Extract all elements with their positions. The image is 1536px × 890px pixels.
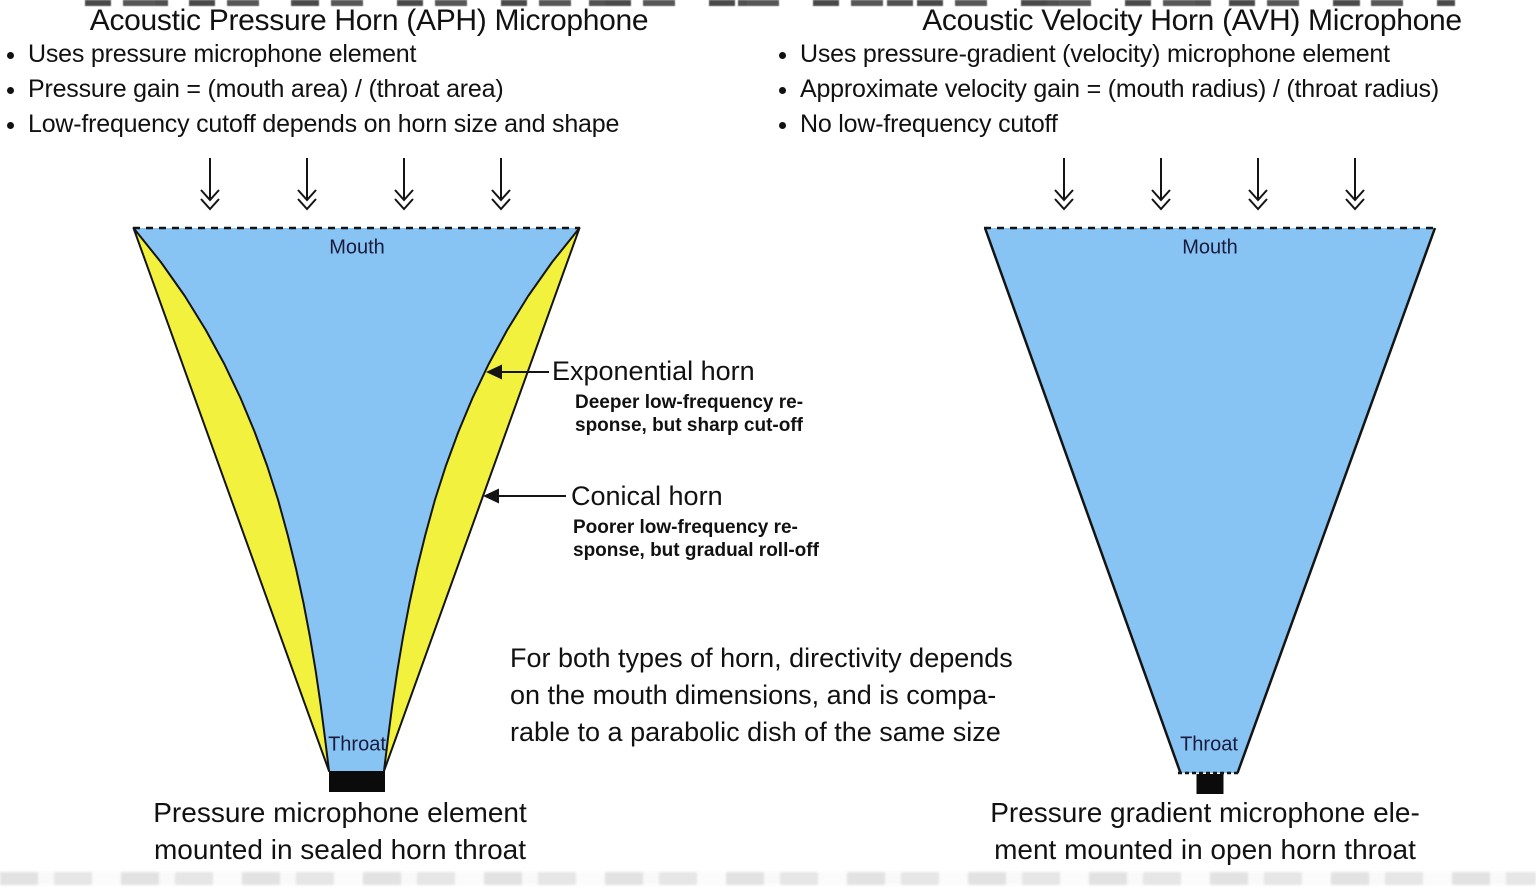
exponential-horn-pointer (486, 364, 549, 380)
aph-caption: Pressure microphone element mounted in s… (153, 794, 527, 868)
caption-line: Pressure microphone element (153, 797, 527, 828)
aph-bullet-list: Uses pressure microphone element Pressur… (4, 37, 619, 142)
aph-mouth-label: Mouth (329, 236, 385, 259)
sound-arrow-icon (1345, 158, 1365, 211)
aph-conical-wedge-left (132, 227, 330, 772)
note-line: rable to a parabolic dish of the same si… (510, 717, 1001, 747)
aph-sealed-mic-element (329, 771, 385, 792)
caption-line: Pressure gradient microphone ele- (990, 797, 1420, 828)
conical-horn-pointer (483, 488, 566, 504)
aph-sound-wave-arrows (200, 158, 511, 211)
aph-horn-figure (132, 158, 581, 792)
avh-mouth-label: Mouth (1182, 236, 1238, 259)
avh-conical-horn-shape (985, 228, 1435, 773)
aph-throat-label: Throat (328, 733, 386, 756)
aph-bullet: Pressure gain = (mouth area) / (throat a… (28, 72, 619, 107)
avh-title: Acoustic Velocity Horn (AVH) Microphone (922, 4, 1462, 37)
note-line: on the mouth dimensions, and is compa- (510, 680, 997, 710)
note-line: Deeper low-frequency re- (575, 392, 804, 413)
avh-horn-figure (983, 158, 1437, 794)
avh-caption: Pressure gradient microphone ele- ment m… (990, 794, 1420, 868)
sound-arrow-icon (394, 158, 414, 211)
directivity-note: For both types of horn, directivity depe… (510, 640, 1013, 751)
avh-mic-element (1196, 774, 1224, 794)
aph-exponential-horn-shape (133, 228, 580, 771)
aph-bullet: Uses pressure microphone element (28, 37, 619, 72)
note-line: sponse, but sharp cut-off (575, 415, 803, 436)
sound-arrow-icon (491, 158, 511, 211)
conical-horn-note: Poorer low-frequency re- sponse, but gra… (573, 516, 819, 562)
cropped-text-artifact-top (85, 0, 1455, 6)
avh-wall-right (1236, 227, 1437, 774)
sound-arrow-icon (1151, 158, 1171, 211)
aph-bullet: Low-frequency cutoff depends on horn siz… (28, 107, 619, 142)
aph-title: Acoustic Pressure Horn (APH) Microphone (89, 4, 649, 37)
sound-arrow-icon (200, 158, 220, 211)
sound-arrow-icon (297, 158, 317, 211)
exponential-horn-note: Deeper low-frequency re- sponse, but sha… (575, 391, 803, 437)
cropped-text-artifact-bottom (0, 872, 1536, 885)
sound-arrow-icon (1054, 158, 1074, 211)
avh-throat-label: Throat (1180, 733, 1238, 756)
aph-conical-wedge-right (383, 227, 581, 772)
note-line: For both types of horn, directivity depe… (510, 643, 1013, 673)
avh-wall-left (983, 227, 1182, 774)
exponential-horn-label: Exponential horn (552, 356, 755, 386)
note-line: sponse, but gradual roll-off (573, 540, 819, 561)
avh-bullet-list: Uses pressure-gradient (velocity) microp… (776, 37, 1439, 142)
note-line: Poorer low-frequency re- (573, 517, 798, 538)
avh-bullet: No low-frequency cutoff (800, 107, 1439, 142)
sound-arrow-icon (1248, 158, 1268, 211)
avh-sound-wave-arrows (1054, 158, 1365, 211)
avh-bullet: Approximate velocity gain = (mouth radiu… (800, 72, 1439, 107)
caption-line: ment mounted in open horn throat (994, 834, 1416, 865)
caption-line: mounted in sealed horn throat (153, 834, 527, 865)
conical-horn-label: Conical horn (571, 481, 723, 511)
avh-bullet: Uses pressure-gradient (velocity) microp… (800, 37, 1439, 72)
